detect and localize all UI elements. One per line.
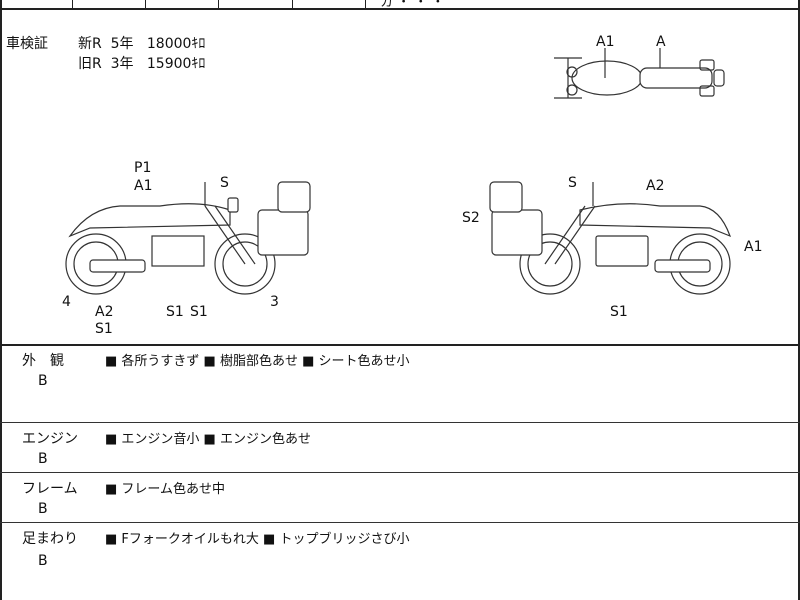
motorcycle-left-view <box>65 181 311 295</box>
mark-right-a2: A2 <box>646 178 664 194</box>
top-table-strip: カ ・ ・ ・ <box>0 0 800 10</box>
table-divider <box>292 0 293 8</box>
certification-old: 旧R 3年 15900ｷﾛ <box>78 56 206 72</box>
mark-right-s: S <box>568 175 577 191</box>
row-detail-exterior: ■ 各所うすきず ■ 樹脂部色あせ ■ シート色あせ小 <box>105 354 410 369</box>
motorcycle-right-view <box>489 181 732 295</box>
row-detail-frame: ■ フレーム色あせ中 <box>105 482 226 497</box>
mark-right-a1: A1 <box>744 239 762 255</box>
mark-left-s1: S1 <box>95 321 113 337</box>
row-label-exterior: 外 観 <box>22 353 64 369</box>
top-fragment-text: カ ・ ・ ・ <box>380 0 445 10</box>
row-grade-engine: B <box>38 451 48 467</box>
motorcycle-top-view <box>554 48 725 99</box>
section-divider <box>0 344 800 346</box>
mark-left-s1-c: S1 <box>190 304 208 320</box>
table-divider <box>218 0 219 8</box>
row-grade-exterior: B <box>38 373 48 389</box>
mark-top-a1: A1 <box>596 34 614 50</box>
row-divider <box>0 472 800 473</box>
table-divider <box>365 0 366 8</box>
table-divider <box>72 0 73 8</box>
right-border <box>798 0 800 600</box>
damage-diagram: A1 A P1 A1 S 4 3 A2 S1 S1 S1 <box>62 34 762 337</box>
row-label-frame: フレーム <box>22 481 78 497</box>
certification-label: 車検証 <box>6 36 48 52</box>
row-label-engine: エンジン <box>22 431 78 447</box>
mark-top-a: A <box>656 34 666 50</box>
row-divider <box>0 422 800 423</box>
mark-left-p1: P1 <box>134 160 151 176</box>
mark-left-3: 3 <box>270 294 279 310</box>
row-detail-engine: ■ エンジン音小 ■ エンジン色あせ <box>105 432 311 447</box>
table-divider <box>145 0 146 8</box>
mark-left-s: S <box>220 175 229 191</box>
mark-right-s2: S2 <box>462 210 480 226</box>
row-grade-frame: B <box>38 501 48 517</box>
mark-left-4: 4 <box>62 294 71 310</box>
row-detail-suspension: ■ Fフォークオイルもれ大 ■ トップブリッジさび小 <box>105 532 410 547</box>
row-divider <box>0 522 800 523</box>
mark-right-s1: S1 <box>610 304 628 320</box>
row-label-suspension: 足まわり <box>22 531 78 547</box>
mark-left-a1: A1 <box>134 178 152 194</box>
mark-left-s1-b: S1 <box>166 304 184 320</box>
mark-left-a2: A2 <box>95 304 113 320</box>
row-grade-suspension: B <box>38 553 48 569</box>
certification-new: 新R 5年 18000ｷﾛ <box>78 36 206 52</box>
left-border <box>0 0 2 600</box>
